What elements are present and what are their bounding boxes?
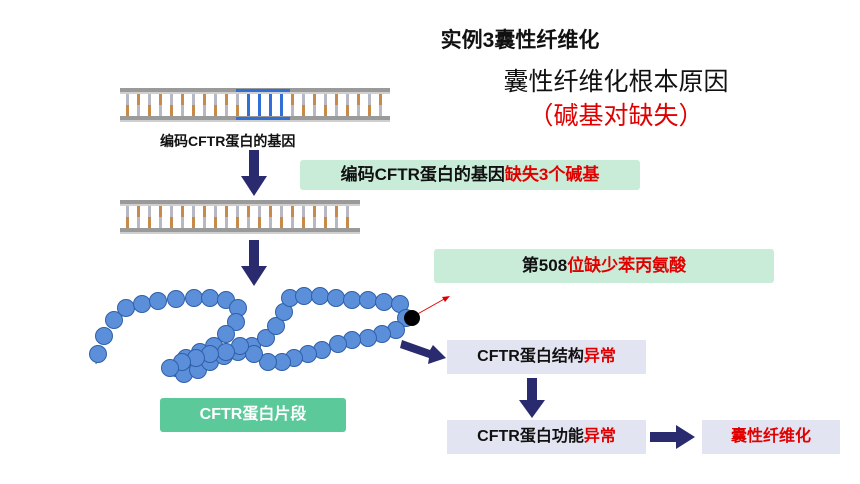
function-box: CFTR蛋白功能异常 bbox=[447, 420, 646, 454]
protein-bead bbox=[295, 287, 313, 305]
protein-bead bbox=[267, 317, 285, 335]
fragment-label: CFTR蛋白片段 bbox=[199, 406, 307, 423]
structure-text: CFTR蛋白结构 bbox=[477, 348, 584, 365]
protein-bead bbox=[257, 329, 275, 347]
fragment-label-box: CFTR蛋白片段 bbox=[160, 398, 346, 432]
protein-bead bbox=[185, 289, 203, 307]
deletion-note-highlight: 缺失3个碱基 bbox=[504, 165, 600, 184]
protein-bead bbox=[133, 295, 151, 313]
protein-bead bbox=[217, 325, 235, 343]
protein-bead bbox=[105, 311, 123, 329]
protein-bead bbox=[311, 287, 329, 305]
dna-double-helix-deleted bbox=[120, 200, 360, 234]
gene-label: 编码CFTR蛋白的基因 bbox=[160, 133, 296, 149]
protein-bead bbox=[245, 345, 263, 363]
protein-bead bbox=[329, 335, 347, 353]
arrow-structure-to-function bbox=[519, 378, 545, 418]
protein-bead bbox=[89, 345, 107, 363]
function-text: CFTR蛋白功能 bbox=[477, 428, 584, 445]
protein-bead bbox=[149, 292, 167, 310]
result-box: 囊性纤维化 bbox=[702, 420, 840, 454]
protein-bead-chain bbox=[89, 287, 415, 383]
protein-bead bbox=[217, 343, 235, 361]
protein-bead bbox=[117, 299, 135, 317]
mutation-note-highlight: 位缺少苯丙氨酸 bbox=[567, 256, 687, 275]
deletion-note-text: 编码CFTR蛋白的基因 bbox=[340, 165, 505, 184]
arrow-deleted-to-protein bbox=[241, 240, 267, 286]
mutation-note-text: 第508 bbox=[521, 256, 568, 275]
protein-bead bbox=[359, 329, 377, 347]
protein-bead bbox=[375, 293, 393, 311]
protein-bead bbox=[359, 291, 377, 309]
function-highlight: 异常 bbox=[583, 428, 616, 445]
structure-highlight: 异常 bbox=[583, 348, 616, 365]
result-text: 囊性纤维化 bbox=[730, 428, 811, 445]
protein-bead bbox=[95, 327, 113, 345]
protein-bead bbox=[327, 289, 345, 307]
dna-double-helix-full bbox=[120, 88, 390, 122]
arrow-function-to-result bbox=[650, 425, 695, 449]
arrow-protein-to-structure bbox=[400, 340, 446, 364]
protein-bead bbox=[227, 313, 245, 331]
arrow-gene-to-deleted bbox=[241, 150, 267, 196]
deletion-note-box: 编码CFTR蛋白的基因缺失3个碱基 bbox=[300, 160, 640, 190]
structure-box: CFTR蛋白结构异常 bbox=[447, 340, 646, 374]
protein-bead bbox=[167, 290, 185, 308]
mutation-note-box: 第508位缺少苯丙氨酸 bbox=[434, 249, 774, 283]
protein-bead bbox=[201, 289, 219, 307]
page-title: 实例3囊性纤维化 bbox=[440, 29, 600, 52]
protein-bead bbox=[343, 291, 361, 309]
missing-residue-marker bbox=[404, 296, 450, 326]
protein-bead bbox=[161, 359, 179, 377]
subtitle: 囊性纤维化根本原因 bbox=[503, 68, 729, 96]
protein-bead bbox=[259, 353, 277, 371]
subtitle-parenthetical: （碱基对缺失） bbox=[528, 102, 704, 130]
